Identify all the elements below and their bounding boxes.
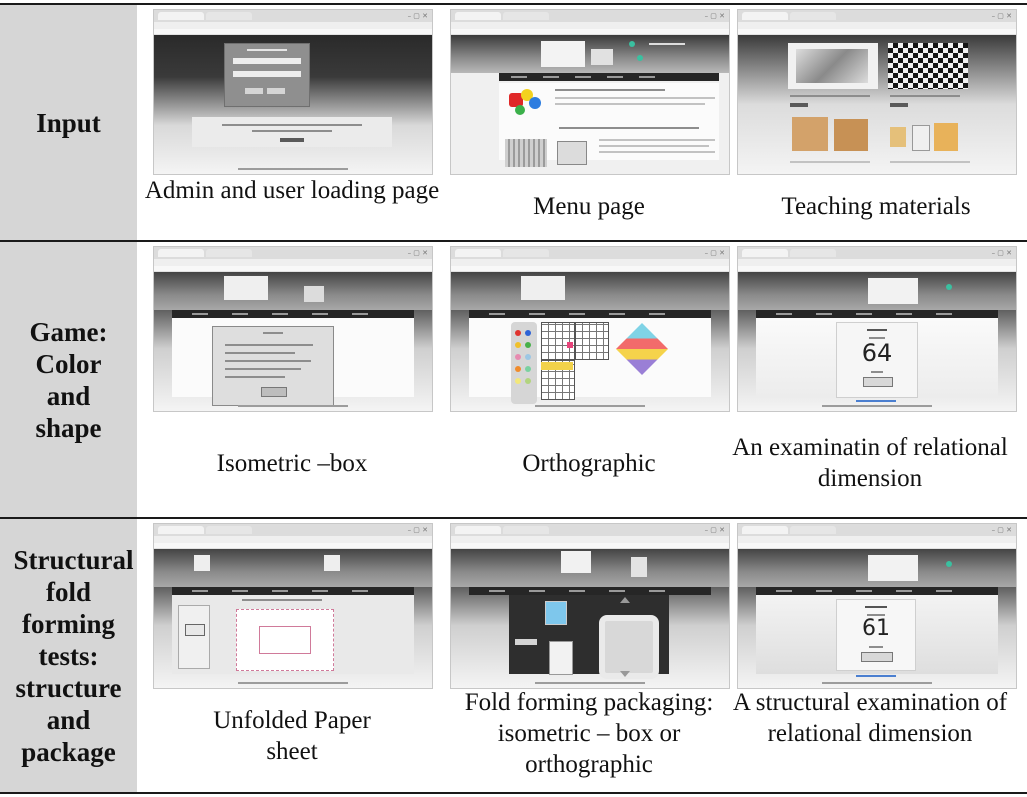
cell-menu-page: – ▢ ✕	[437, 5, 741, 240]
caption-admin-login: Admin and user loading page	[144, 177, 440, 204]
caption-structural-exam: A structural examination of relational d…	[732, 689, 1008, 747]
rules-dialog	[212, 326, 334, 406]
caption-isometric-box: Isometric –box	[216, 450, 368, 477]
row-label-input: Input	[36, 107, 101, 138]
die-line-template	[236, 609, 334, 671]
structural-score-number: 61	[862, 616, 890, 641]
window-controls-icon: – ▢ ✕	[407, 12, 428, 20]
row-label-cell-input: Input	[0, 5, 137, 240]
screenshot-fold-forming: – ▢ ✕	[450, 523, 730, 689]
cell-fold-forming: – ▢ ✕ Fold forming packaging: isometric …	[437, 519, 741, 792]
caption-fold-forming: Fold forming packaging: isometric – box …	[464, 689, 714, 778]
caption-menu-page: Menu page	[533, 193, 645, 220]
structural-score-card: 61	[836, 599, 916, 671]
caption-examination: An examinatin of relational dimension	[732, 434, 1008, 492]
color-palette	[511, 322, 537, 404]
caption-orthographic: Orthographic	[522, 450, 656, 477]
screenshot-isometric-box: – ▢ ✕	[153, 246, 433, 412]
exam-score-number: 64	[861, 339, 893, 367]
cell-admin-login: – ▢ ✕ Admin and user loading page	[140, 5, 444, 240]
score-card: 64	[836, 322, 918, 398]
row-divider-1	[0, 240, 1027, 242]
row-divider-2	[0, 517, 1027, 519]
row-label-game: Game: Color and shape	[29, 316, 108, 443]
caption-teaching-materials: Teaching materials	[781, 193, 971, 220]
isometric-model	[615, 322, 669, 376]
screenshot-admin-login: – ▢ ✕	[153, 9, 433, 175]
cell-isometric-box: – ▢ ✕ Isometric –box	[140, 242, 444, 517]
row-label-cell-game: Game: Color and shape	[0, 242, 137, 517]
cell-structural-exam: – ▢ ✕ 61 A structural examination of rel…	[724, 519, 1027, 792]
screenshot-examination: – ▢ ✕ 64	[737, 246, 1017, 412]
screenshot-teaching-materials: – ▢ ✕	[737, 9, 1017, 175]
cell-examination: – ▢ ✕ 64 An examinatin of relational dim…	[724, 242, 1027, 517]
register-panel	[192, 117, 392, 147]
row-label-cell-structural: Structural fold forming tests: structure…	[0, 519, 137, 792]
screenshot-unfolded-sheet: – ▢ ✕	[153, 523, 433, 689]
login-form	[224, 43, 310, 107]
caption-unfolded-sheet: Unfolded Paper sheet	[213, 707, 371, 765]
screenshot-menu-page: – ▢ ✕	[450, 9, 730, 175]
cell-orthographic: – ▢ ✕ Orthographic	[437, 242, 741, 517]
tool-panel	[178, 605, 210, 669]
screenshot-structural-exam: – ▢ ✕ 61	[737, 523, 1017, 689]
cell-unfolded-sheet: – ▢ ✕ Unfolded Paper sheet	[140, 519, 444, 792]
row-label-structural: Structural fold forming tests: structure…	[13, 544, 134, 767]
table-top-rule	[0, 3, 1027, 5]
cell-teaching-materials: – ▢ ✕ Teaching materials	[724, 5, 1027, 240]
screenshot-orthographic: – ▢ ✕	[450, 246, 730, 412]
table-bottom-rule	[0, 792, 1027, 794]
